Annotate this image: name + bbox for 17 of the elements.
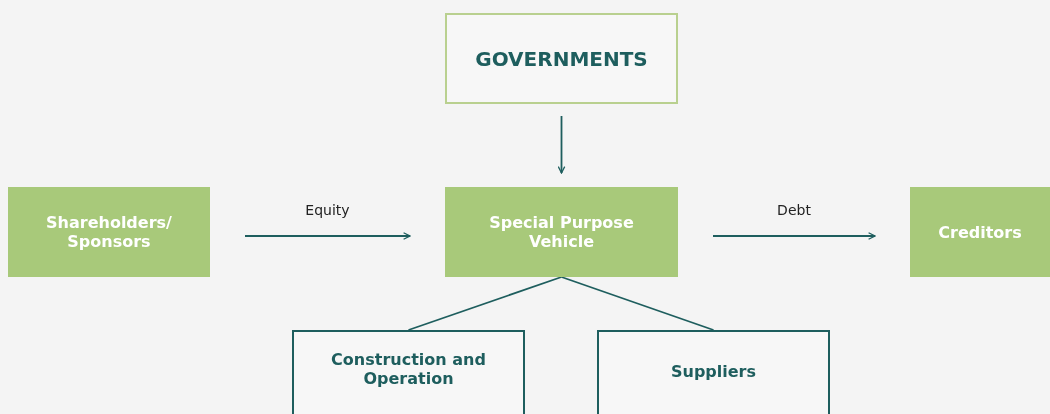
box-label: Construction and Operation xyxy=(330,350,487,388)
arrow xyxy=(244,232,411,240)
process-box xyxy=(445,13,678,104)
box-label: Special Purpose Vehicle xyxy=(488,213,635,251)
process-box xyxy=(292,330,525,414)
connector-line xyxy=(560,276,715,331)
arrow xyxy=(712,232,876,240)
process-box xyxy=(445,187,678,277)
box-label: Creditors xyxy=(937,222,1023,242)
process-box xyxy=(8,187,210,277)
box-label: Shareholders/ Sponsors xyxy=(45,213,173,251)
process-box xyxy=(597,330,830,414)
process-box xyxy=(910,187,1050,277)
box-label: GOVERNMENTS xyxy=(474,46,649,71)
connector-line xyxy=(407,276,563,331)
arrow xyxy=(557,115,566,174)
box-label: Suppliers xyxy=(669,362,758,381)
